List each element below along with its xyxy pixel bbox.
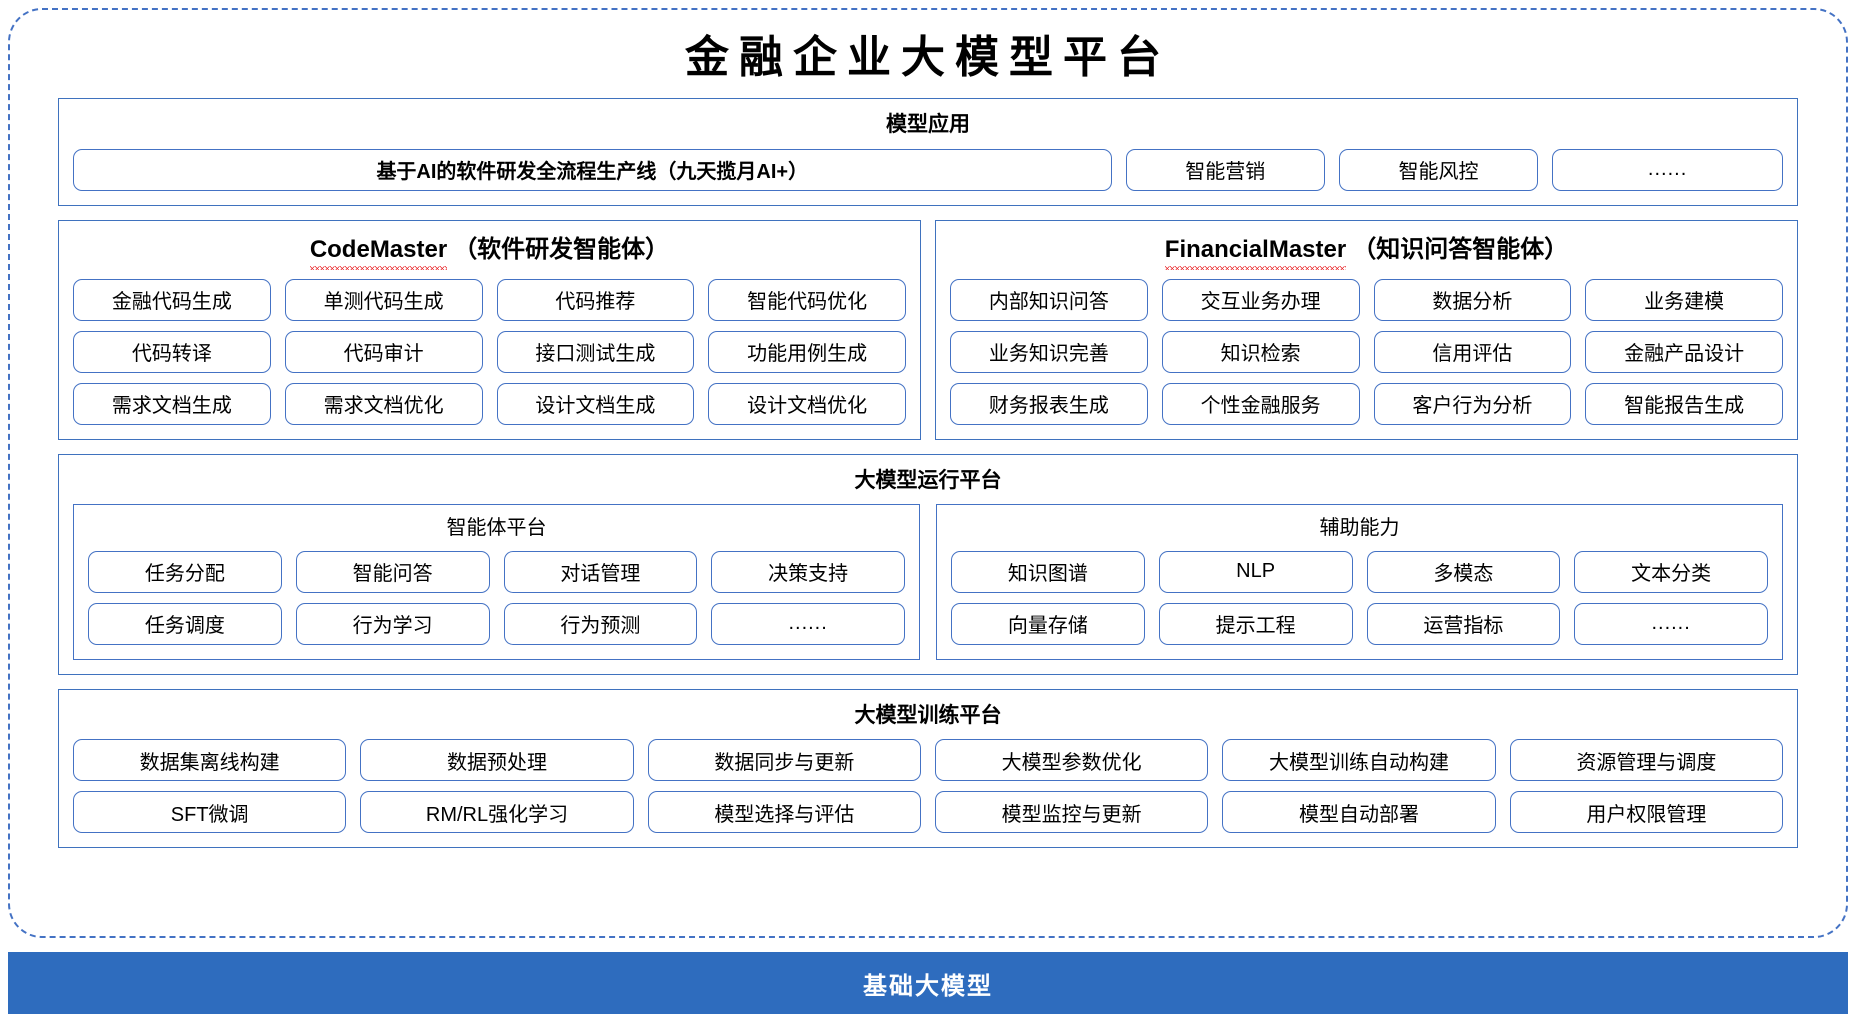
capability-pill[interactable]: 数据同步与更新: [647, 739, 921, 782]
base-model-bar: 基础大模型: [8, 952, 1848, 1014]
capability-pill[interactable]: 需求文档生成: [73, 382, 271, 425]
capability-pill[interactable]: 决策支持: [711, 550, 905, 593]
panel-auxiliary-capabilities: 辅助能力 知识图谱 NLP 多模态 文本分类 向量存储 提示工程 运营指标 ..…: [936, 503, 1783, 660]
capability-pill[interactable]: 交互业务办理: [1161, 278, 1360, 321]
model-application-pill-row: 基于AI的软件研发全流程生产线（九天揽月AI+） 智能营销 智能风控 .....…: [73, 148, 1783, 191]
capability-pill[interactable]: 智能问答: [295, 550, 490, 593]
capability-pill[interactable]: 数据集离线构建: [73, 739, 347, 782]
capability-pill[interactable]: 单测代码生成: [284, 278, 483, 321]
capability-pill[interactable]: 代码转译: [73, 330, 271, 373]
capability-pill[interactable]: 任务分配: [88, 550, 282, 593]
capability-pill[interactable]: 信用评估: [1373, 330, 1572, 373]
capability-pill[interactable]: 功能用例生成: [708, 330, 906, 373]
capability-pill[interactable]: 资源管理与调度: [1509, 739, 1783, 782]
capability-pill[interactable]: 文本分类: [1574, 550, 1768, 593]
capability-pill[interactable]: 业务知识完善: [950, 330, 1148, 373]
capability-pill[interactable]: 设计文档生成: [496, 382, 695, 425]
panel-agent-platform: 智能体平台 任务分配 智能问答 对话管理 决策支持 任务调度 行为学习 行为预测…: [73, 503, 920, 660]
agent-title-codemaster: CodeMaster（软件研发智能体）: [73, 231, 906, 279]
capability-pill[interactable]: 客户行为分析: [1373, 382, 1572, 425]
capability-pill[interactable]: 大模型参数优化: [935, 739, 1209, 782]
capability-pill[interactable]: 接口测试生成: [496, 330, 695, 373]
agent-latin-name-codemaster: CodeMaster: [309, 235, 448, 270]
capability-pill[interactable]: 模型自动部署: [1222, 791, 1496, 834]
panel-title-agent-platform: 智能体平台: [446, 516, 547, 539]
capability-pill[interactable]: 多模态: [1366, 550, 1561, 593]
agent-cn-name-codemaster: （软件研发智能体）: [453, 235, 670, 263]
capability-pill-more[interactable]: ......: [711, 602, 905, 645]
section-financialmaster: FinancialMaster（知识问答智能体） 内部知识问答 交互业务办理 数…: [935, 219, 1798, 440]
agent-platform-capability-grid: 任务分配 智能问答 对话管理 决策支持 任务调度 行为学习 行为预测 .....…: [88, 550, 905, 645]
capability-pill[interactable]: 代码推荐: [496, 278, 695, 321]
capability-pill[interactable]: 智能报告生成: [1585, 382, 1783, 425]
page-title: 金融企业大模型平台: [685, 32, 1171, 83]
section-title-runtime-platform: 大模型运行平台: [854, 468, 1002, 492]
capability-pill[interactable]: 数据预处理: [360, 739, 634, 782]
capability-pill[interactable]: 代码审计: [284, 330, 483, 373]
capability-pill[interactable]: 大模型训练自动构建: [1222, 739, 1496, 782]
training-platform-capability-grid: 数据集离线构建 数据预处理 数据同步与更新 大模型参数优化 大模型训练自动构建 …: [73, 739, 1783, 834]
section-runtime-platform: 大模型运行平台 智能体平台 任务分配 智能问答 对话管理 决策支持 任务调度 行…: [58, 453, 1798, 675]
agent-sections: CodeMaster（软件研发智能体） 金融代码生成 单测代码生成 代码推荐 智…: [58, 219, 1798, 440]
agent-title-financialmaster: FinancialMaster（知识问答智能体）: [950, 231, 1783, 279]
capability-pill[interactable]: 金融代码生成: [73, 278, 271, 321]
capability-pill-more[interactable]: ......: [1574, 602, 1768, 645]
section-training-platform: 大模型训练平台 数据集离线构建 数据预处理 数据同步与更新 大模型参数优化 大模…: [58, 688, 1798, 849]
section-title-training-platform: 大模型训练平台: [854, 703, 1002, 727]
capability-pill[interactable]: 个性金融服务: [1161, 382, 1360, 425]
base-model-bar-label: 基础大模型: [863, 972, 993, 1000]
capability-pill[interactable]: 金融产品设计: [1585, 330, 1783, 373]
capability-pill[interactable]: 提示工程: [1158, 602, 1353, 645]
panel-title-auxiliary-capabilities: 辅助能力: [1319, 516, 1400, 539]
capability-pill[interactable]: 智能代码优化: [708, 278, 906, 321]
financialmaster-capability-grid: 内部知识问答 交互业务办理 数据分析 业务建模 业务知识完善 知识检索 信用评估…: [950, 278, 1783, 425]
capability-pill[interactable]: RM/RL强化学习: [360, 791, 634, 834]
codemaster-capability-grid: 金融代码生成 单测代码生成 代码推荐 智能代码优化 代码转译 代码审计 接口测试…: [73, 278, 906, 425]
capability-pill[interactable]: 知识检索: [1161, 330, 1360, 373]
capability-pill[interactable]: 用户权限管理: [1509, 791, 1783, 834]
capability-pill[interactable]: 行为预测: [503, 602, 698, 645]
section-title-model-application: 模型应用: [886, 113, 970, 137]
capability-pill[interactable]: 对话管理: [503, 550, 698, 593]
app-pill-more[interactable]: ......: [1552, 148, 1783, 191]
capability-pill[interactable]: 行为学习: [295, 602, 490, 645]
capability-pill[interactable]: SFT微调: [73, 791, 347, 834]
capability-pill[interactable]: 任务调度: [88, 602, 282, 645]
capability-pill[interactable]: 数据分析: [1373, 278, 1572, 321]
capability-pill[interactable]: 模型选择与评估: [647, 791, 921, 834]
platform-outer-frame: 金融企业大模型平台 模型应用 基于AI的软件研发全流程生产线（九天揽月AI+） …: [8, 8, 1848, 938]
section-codemaster: CodeMaster（软件研发智能体） 金融代码生成 单测代码生成 代码推荐 智…: [58, 219, 921, 440]
capability-pill[interactable]: 知识图谱: [951, 550, 1145, 593]
app-pill-smart-risk-control[interactable]: 智能风控: [1338, 148, 1539, 191]
capability-pill[interactable]: 财务报表生成: [950, 382, 1148, 425]
capability-pill[interactable]: 需求文档优化: [284, 382, 483, 425]
agent-latin-name-financialmaster: FinancialMaster: [1164, 235, 1347, 270]
capability-pill[interactable]: 运营指标: [1366, 602, 1561, 645]
capability-pill[interactable]: 内部知识问答: [950, 278, 1148, 321]
agent-cn-name-financialmaster: （知识问答智能体）: [1352, 235, 1569, 263]
capability-pill[interactable]: 向量存储: [951, 602, 1145, 645]
runtime-platform-panels: 智能体平台 任务分配 智能问答 对话管理 决策支持 任务调度 行为学习 行为预测…: [73, 503, 1783, 660]
app-pill-ai-rnd-pipeline[interactable]: 基于AI的软件研发全流程生产线（九天揽月AI+）: [73, 148, 1112, 191]
capability-pill[interactable]: 业务建模: [1585, 278, 1783, 321]
capability-pill[interactable]: 模型监控与更新: [935, 791, 1209, 834]
app-pill-smart-marketing[interactable]: 智能营销: [1125, 148, 1325, 191]
capability-pill[interactable]: 设计文档优化: [708, 382, 906, 425]
capability-pill[interactable]: NLP: [1158, 550, 1353, 593]
section-model-application: 模型应用 基于AI的软件研发全流程生产线（九天揽月AI+） 智能营销 智能风控 …: [58, 98, 1798, 206]
auxiliary-capability-grid: 知识图谱 NLP 多模态 文本分类 向量存储 提示工程 运营指标 ......: [951, 550, 1768, 645]
